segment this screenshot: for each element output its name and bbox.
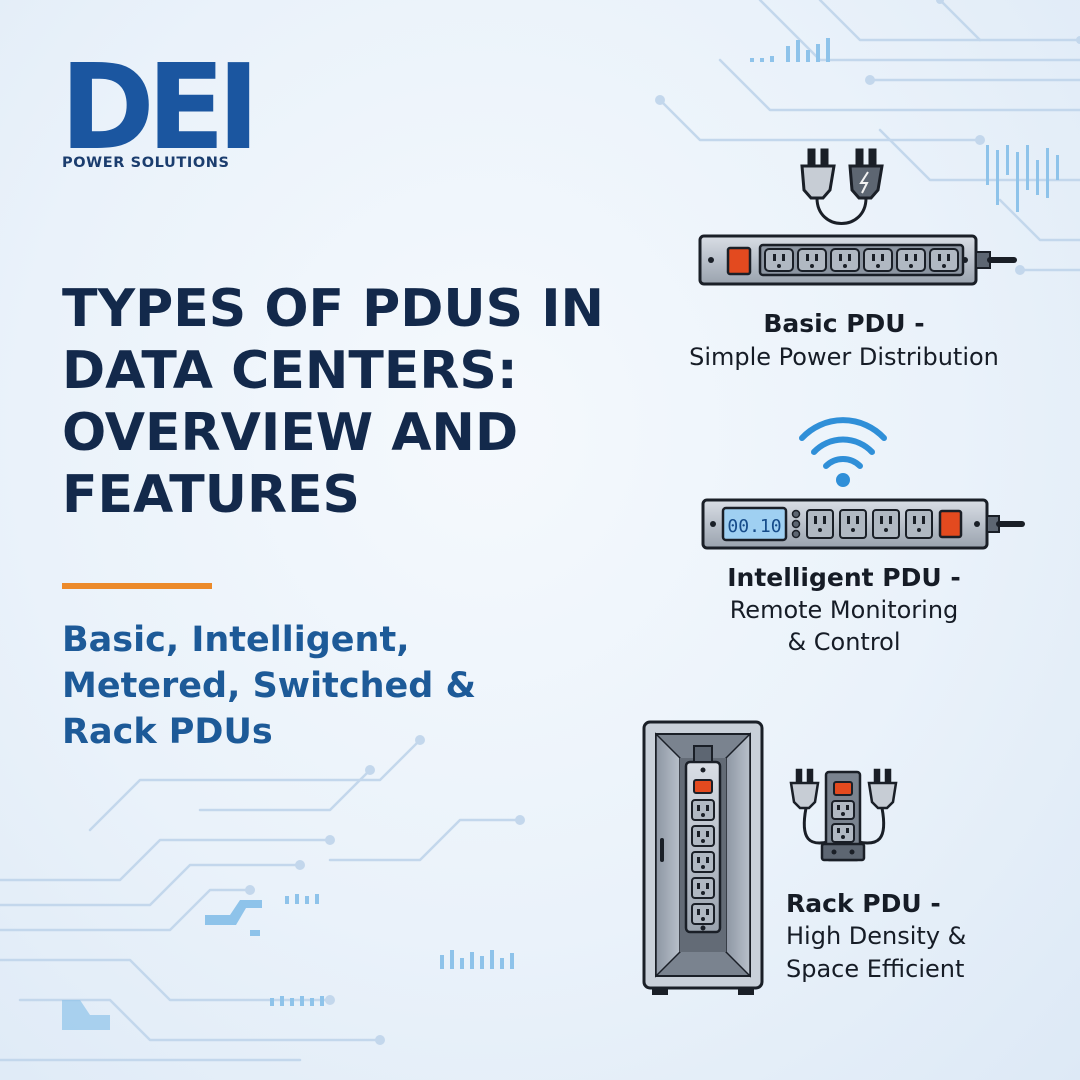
accent-divider: [62, 583, 212, 589]
headline: TYPES OF PDUS IN DATA CENTERS: OVERVIEW …: [62, 278, 662, 526]
intelligent-pdu-strip-icon: 00.10: [701, 498, 1025, 550]
subheadline: Basic, Intelligent, Metered, Switched & …: [62, 617, 622, 755]
card-basic-pdu-desc-line-1: Simple Power Distribution: [689, 343, 999, 371]
plug-icon: [848, 148, 884, 200]
subheadline-line-2: Metered, Switched &: [62, 666, 477, 706]
wifi-dot: [836, 473, 850, 487]
headline-line-2: DATA CENTERS:: [62, 341, 518, 401]
card-rack-pdu-title: Rack PDU -: [786, 889, 941, 918]
logo-tagline: POWER SOLUTIONS: [62, 155, 230, 171]
card-rack-pdu: Rack PDU - High Density & Space Efficien…: [786, 888, 1046, 986]
subheadline-line-1: Basic, Intelligent,: [62, 620, 410, 660]
headline-line-4: FEATURES: [62, 465, 360, 525]
server-rack-icon: [642, 720, 764, 995]
logo-letters: DEI: [62, 57, 252, 152]
plug-pair-icon: [815, 197, 868, 225]
card-basic-pdu-title: Basic PDU -: [763, 309, 925, 338]
card-rack-pdu-desc-line-1: High Density &: [786, 922, 967, 950]
lcd-readout: 00.10: [727, 516, 781, 537]
plug-icon: [800, 148, 836, 200]
subheadline-line-3: Rack PDUs: [62, 712, 273, 752]
rack-pdu-plug-set-icon: [789, 768, 898, 862]
headline-line-1: TYPES OF PDUS IN: [62, 279, 605, 339]
card-rack-pdu-desc-line-2: Space Efficient: [786, 955, 965, 983]
card-intelligent-pdu-desc-line-2: & Control: [787, 628, 901, 656]
dei-logo: DEI POWER SOLUTIONS: [62, 57, 257, 171]
card-intelligent-pdu: Intelligent PDU - Remote Monitoring & Co…: [688, 562, 1000, 658]
headline-line-3: OVERVIEW AND: [62, 403, 519, 463]
card-basic-pdu: Basic PDU - Simple Power Distribution: [648, 308, 1040, 374]
card-intelligent-pdu-title: Intelligent PDU -: [727, 563, 961, 592]
card-intelligent-pdu-desc-line-1: Remote Monitoring: [729, 596, 959, 624]
dei-logo-mark: DEI: [62, 57, 252, 152]
power-strip-icon: [698, 234, 1017, 286]
wifi-icon: [799, 417, 887, 469]
